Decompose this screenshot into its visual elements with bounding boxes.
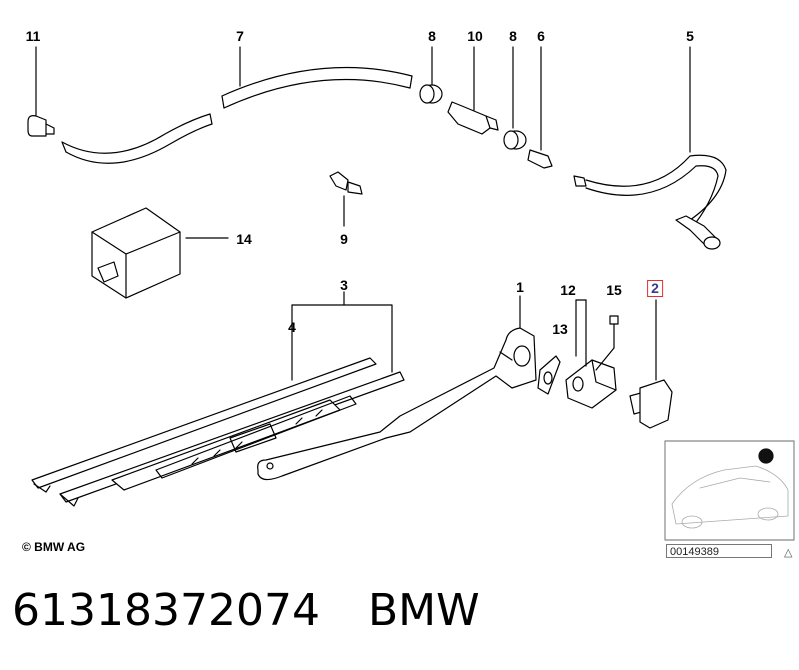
- callout-5: 5: [686, 28, 694, 44]
- callout-7: 7: [236, 28, 244, 44]
- callout-4: 4: [288, 319, 296, 335]
- callout-10: 10: [467, 28, 483, 44]
- part-number: 61318372074: [12, 585, 320, 636]
- part-7-hose: [61, 46, 413, 164]
- document-number: 00149389: [666, 544, 772, 558]
- copyright-text: © BMW AG: [22, 540, 86, 554]
- callout-2-highlighted[interactable]: 2: [647, 280, 663, 297]
- part-3-wiper-blade: [31, 291, 405, 507]
- part-2-cap: [629, 299, 673, 429]
- part-14-box: [91, 207, 229, 299]
- callout-8-right: 8: [509, 28, 517, 44]
- brand-name: BMW: [367, 585, 480, 636]
- warning-triangle-icon: △: [784, 547, 793, 559]
- part-9-stud: [329, 171, 363, 227]
- callout-13: 13: [552, 321, 568, 337]
- callout-1: 1: [516, 279, 524, 295]
- part-6-connector: [527, 46, 553, 169]
- callout-6: 6: [537, 28, 545, 44]
- vehicle-inset: [664, 440, 795, 541]
- part-8-clamp-left: [419, 46, 443, 104]
- callout-14: 14: [236, 231, 252, 247]
- part-13-washer: [537, 299, 587, 395]
- callout-9: 9: [340, 231, 348, 247]
- part-10-valve: [447, 46, 499, 135]
- part-15-screw: [595, 315, 619, 371]
- callout-11: 11: [25, 28, 41, 44]
- part-1-wiper-arm: [257, 295, 537, 481]
- part-12-bracket: [565, 299, 617, 409]
- callout-3: 3: [340, 277, 348, 293]
- part-8-clamp-right: [503, 46, 527, 150]
- callout-12: 12: [560, 282, 576, 298]
- callout-8-left: 8: [428, 28, 436, 44]
- part-11-elbow-connector: [27, 46, 55, 137]
- callout-15: 15: [606, 282, 622, 298]
- part-5-hose-nozzle: [573, 46, 727, 250]
- part-number-line: 61318372074 BMW: [12, 584, 480, 638]
